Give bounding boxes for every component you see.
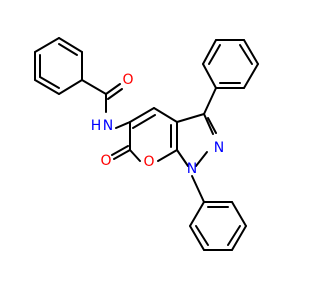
c3-phenyl-ring: [202, 39, 259, 115]
pyrazole-n1-label: N: [187, 161, 197, 177]
atom-labels: O N H O O N N: [91, 72, 225, 177]
amide-oxygen-label: O: [122, 72, 133, 88]
pyrazole-n2-label: N: [214, 140, 224, 156]
pyranone-ring: [111, 107, 178, 162]
amide-linker: [81, 79, 131, 129]
bonds: [34, 37, 259, 251]
amide-hydrogen-label: H: [91, 118, 102, 134]
benzoyl-phenyl-ring: [34, 37, 83, 95]
pyrazole-ring: [176, 113, 217, 167]
amide-nitrogen-label: N: [103, 118, 113, 134]
n1-phenyl-ring: [189, 175, 247, 251]
molecule-structure-canvas: O N H O O N N: [0, 0, 300, 300]
lactone-carbonyl-oxygen-label: O: [100, 153, 111, 169]
background: [0, 0, 300, 300]
molecule-structure: O N H O O N N: [0, 0, 300, 300]
ring-oxygen-label: O: [143, 154, 154, 170]
